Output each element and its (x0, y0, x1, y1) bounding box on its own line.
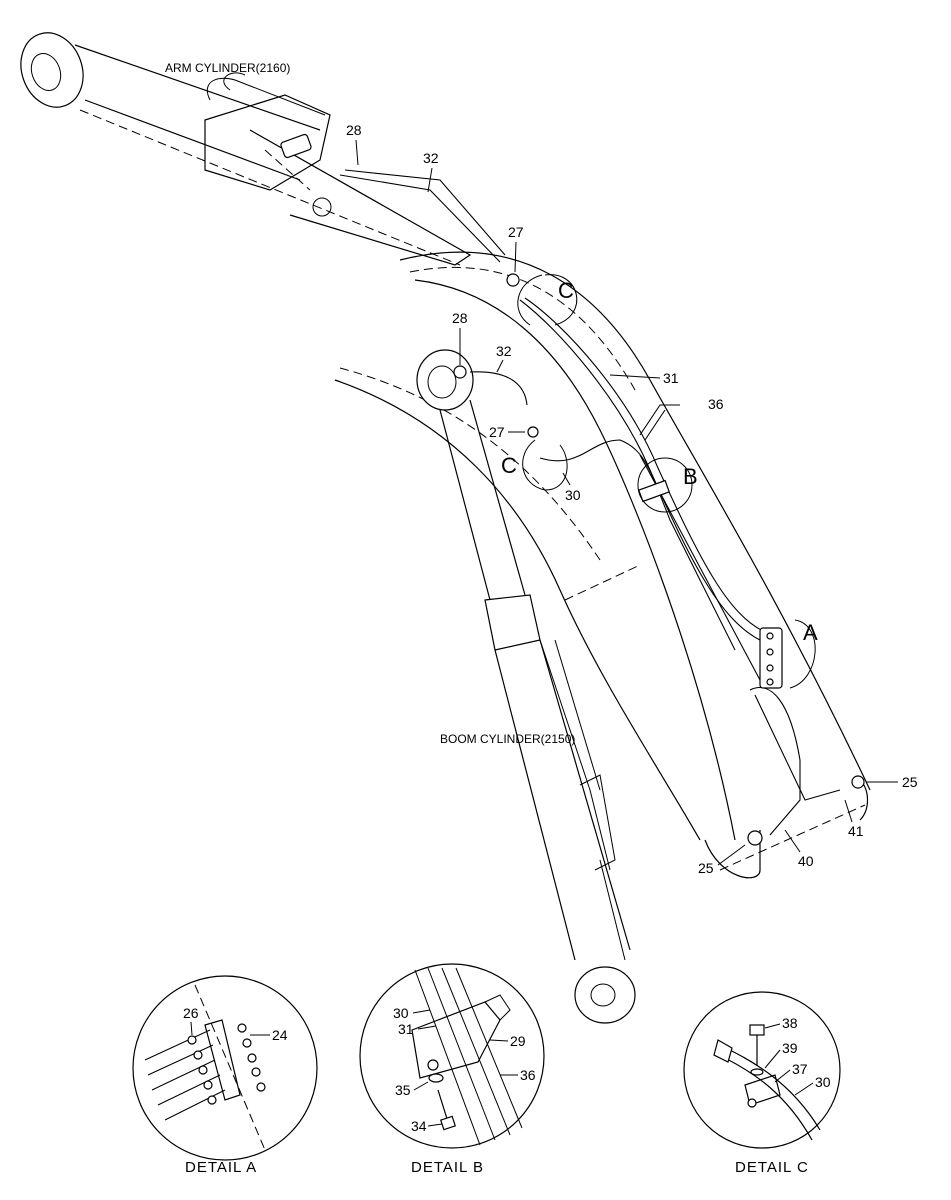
callout-detail-c-upper: C (558, 278, 574, 303)
callout-41: 41 (848, 823, 864, 839)
detail-b-caption: DETAIL B (411, 1159, 484, 1176)
callout-36: 36 (708, 396, 724, 412)
callout-40: 40 (798, 853, 814, 869)
detail-b-label-35: 35 (395, 1082, 411, 1098)
detail-b-label-31: 31 (398, 1021, 414, 1037)
callout-31: 31 (663, 370, 679, 386)
callouts: 28 32 27 C 31 28 32 36 27 C 30 B A 25 25… (346, 122, 918, 876)
hose-lines (339, 169, 841, 836)
callout-boom-27: 27 (489, 424, 505, 440)
callout-arm-28: 28 (346, 122, 362, 138)
fittings (453, 273, 865, 846)
detail-a: 26 24 DETAIL A (132, 975, 318, 1176)
detail-a-label-24: 24 (272, 1027, 288, 1043)
detail-a-label-26: 26 (183, 1005, 199, 1021)
callout-30: 30 (565, 487, 581, 503)
detail-b-label-34: 34 (411, 1118, 427, 1134)
boom-structure (334, 251, 871, 879)
detail-c-label-30: 30 (815, 1074, 831, 1090)
callout-boom-32: 32 (496, 343, 512, 359)
callout-right-25: 25 (902, 774, 918, 790)
detail-c-label-37: 37 (792, 1061, 808, 1077)
detail-b-label-29: 29 (510, 1033, 526, 1049)
callout-arm-27: 27 (508, 224, 524, 240)
callout-detail-b: B (683, 464, 698, 489)
arm-assembly (20, 32, 472, 266)
callout-arm-32: 32 (423, 150, 439, 166)
arm-cylinder-title: ARM CYLINDER(2160) (165, 61, 290, 75)
detail-c-caption: DETAIL C (735, 1159, 809, 1176)
callout-boom-28: 28 (452, 310, 468, 326)
callout-detail-c-lower: C (501, 453, 517, 478)
detail-markers (517, 274, 816, 689)
detail-c: 38 39 37 30 DETAIL C (683, 991, 841, 1176)
detail-c-label-39: 39 (782, 1040, 798, 1056)
detail-b-label-30: 30 (393, 1005, 409, 1021)
detail-c-label-38: 38 (782, 1015, 798, 1031)
boom-cylinder-title: BOOM CYLINDER(2150) (440, 732, 575, 746)
callout-detail-a: A (803, 620, 818, 645)
detail-a-caption: DETAIL A (185, 1159, 257, 1176)
boom-cylinder (416, 349, 636, 1024)
detail-b: 30 31 29 36 35 34 DETAIL B (359, 963, 545, 1176)
callout-left-25: 25 (698, 860, 714, 876)
detail-b-label-36: 36 (520, 1067, 536, 1083)
